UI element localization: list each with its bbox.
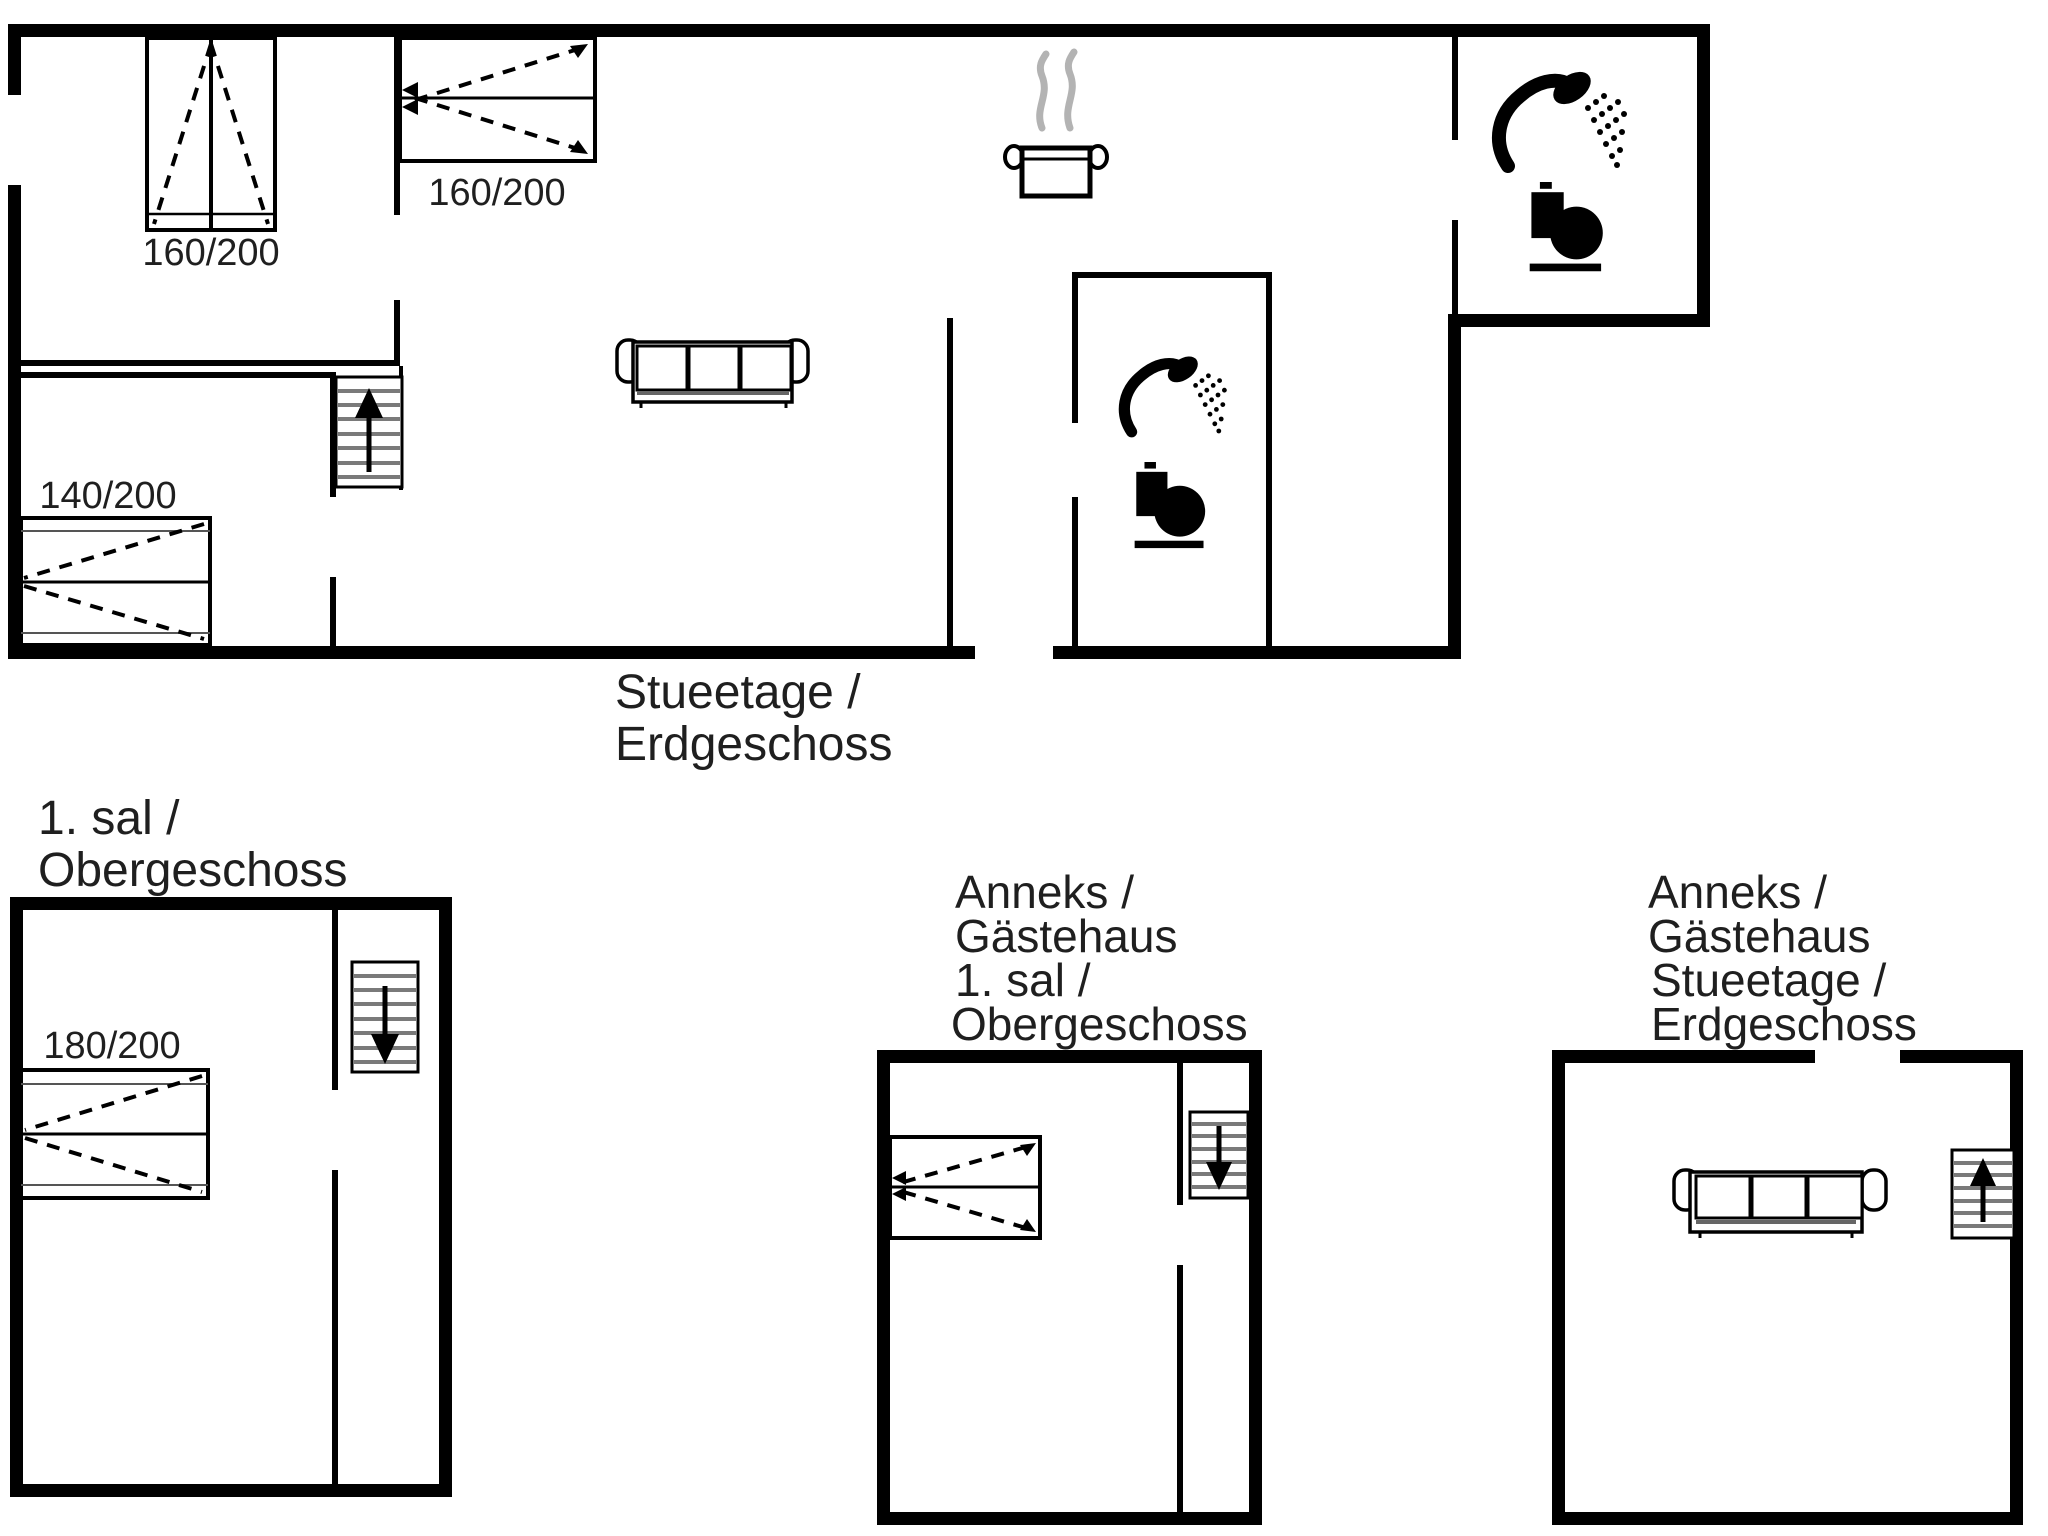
wall-bathroom-bottom	[1448, 314, 1710, 327]
wall-annexgr-right	[2010, 1063, 2023, 1525]
bed-1	[145, 36, 277, 232]
wall-main-top	[8, 24, 1710, 37]
annex-upper-label-line2: Gästehaus	[955, 910, 1177, 962]
wall-stairs-left-upper	[330, 372, 336, 497]
wall-annexup-partition-a	[1177, 1063, 1183, 1205]
annex-upper-label-line4: Obergeschoss	[951, 998, 1248, 1050]
stairs-up-icon	[334, 375, 404, 489]
wall-upper-top	[10, 897, 452, 910]
wall-main-right-upper	[1697, 24, 1710, 327]
annex-ground-label-line2: Gästehaus	[1648, 910, 1870, 962]
wall-annexup-right	[1249, 1063, 1262, 1525]
wall-annexup-bottom	[877, 1512, 1262, 1525]
sofa-icon	[1672, 1168, 1888, 1238]
wall-bedroom-divider-lower	[394, 300, 400, 366]
cooking-pot-icon	[1003, 48, 1109, 199]
wall-annexgr-top-left	[1552, 1050, 1815, 1063]
wall-annexgr-bottom	[1552, 1512, 2023, 1525]
wall-upper-bottom	[10, 1484, 452, 1497]
sofa-icon	[615, 338, 810, 408]
shower-icon	[1124, 351, 1226, 433]
wall-main-left-lower	[8, 185, 21, 659]
wall-bedrooms-bottom	[21, 360, 400, 366]
wall-annexgr-left	[1552, 1063, 1565, 1525]
wall-bedroom-divider-upper	[394, 37, 400, 215]
main-floor-label-line1: Stueetage /	[615, 666, 861, 719]
wall-midbath-top	[1072, 272, 1272, 278]
wall-main-bottom-right	[1053, 646, 1461, 659]
wall-annexup-partition-b	[1177, 1265, 1183, 1512]
wall-main-bottom-left	[8, 646, 975, 659]
bed-3-size-label: 140/200	[39, 475, 176, 517]
wall-annexup-top	[877, 1050, 1262, 1063]
wall-stairs-left-lower	[330, 577, 336, 646]
annex-ground-label-line4: Erdgeschoss	[1651, 998, 1917, 1050]
wall-upper-right	[439, 910, 452, 1497]
annex-upper-plan: Anneks / Gästehaus 1. sal / Obergeschoss	[877, 866, 1262, 1525]
wall-upper-left	[10, 910, 23, 1497]
toilet-icon	[1134, 462, 1206, 549]
annex-ground-label-line3: Stueetage /	[1651, 954, 1887, 1006]
wall-upper-partition-b	[332, 1170, 338, 1484]
wall-trbath-left-lower	[1452, 220, 1458, 314]
wall-main-left-upper	[8, 24, 21, 95]
stairs-down-icon	[350, 960, 420, 1074]
stairs-down-icon	[1188, 1110, 1250, 1200]
stairs-up-icon	[1950, 1148, 2016, 1240]
annex-ground-plan: Anneks / Gästehaus Stueetage / Erdgescho…	[1552, 866, 2023, 1525]
bed-upper	[19, 1068, 210, 1200]
main-floor-label-line2: Erdgeschoss	[615, 718, 892, 771]
wall-living-partition	[947, 318, 953, 646]
bed-2	[398, 36, 597, 163]
bed-annex	[888, 1135, 1042, 1240]
wall-bedroom3-top	[21, 372, 336, 378]
upper-floor-plan: 1. sal / Obergeschoss 180/200	[10, 792, 452, 1497]
wall-annexgr-top-right	[1900, 1050, 2023, 1063]
main-floor-plan: 160/200 160/200 140/200	[8, 24, 1710, 771]
wall-main-right-lower	[1448, 314, 1461, 659]
upper-floor-label-line2: Obergeschoss	[38, 844, 348, 897]
bed-1-size-label: 160/200	[142, 232, 279, 274]
shower-icon	[1499, 65, 1627, 168]
annex-ground-label-line1: Anneks /	[1648, 866, 1827, 918]
toilet-icon	[1529, 182, 1603, 272]
upper-floor-label-line1: 1. sal /	[38, 792, 180, 845]
wall-midbath-right	[1266, 278, 1272, 646]
annex-upper-label-line3: 1. sal /	[955, 954, 1091, 1006]
bed-upper-size-label: 180/200	[43, 1025, 180, 1067]
wall-upper-partition-a	[332, 910, 338, 1090]
wall-midbath-left-upper	[1072, 278, 1078, 423]
annex-upper-label-line1: Anneks /	[955, 866, 1134, 918]
wall-midbath-left-lower	[1072, 497, 1078, 646]
bed-3	[19, 516, 212, 647]
wall-annexup-left	[877, 1063, 890, 1525]
wall-trbath-left-upper	[1452, 37, 1458, 140]
bed-2-size-label: 160/200	[428, 172, 565, 214]
